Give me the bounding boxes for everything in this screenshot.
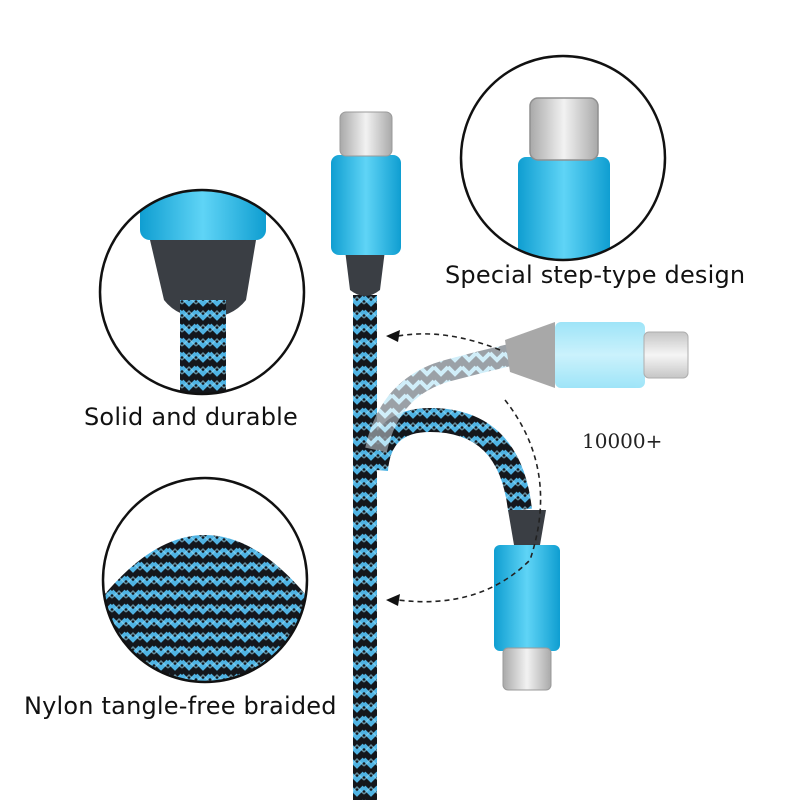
usb-c-plug-icon xyxy=(494,545,560,651)
caption-braided: Nylon tangle-free braided xyxy=(24,692,337,720)
detail-circle-braided xyxy=(101,476,309,684)
bend-count-label: 10000+ xyxy=(582,429,663,453)
detail-circle-step-design xyxy=(459,54,667,262)
main-cable xyxy=(331,111,401,800)
ghost-cable xyxy=(365,322,689,453)
strain-relief xyxy=(345,250,385,296)
caption-durable: Solid and durable xyxy=(84,403,298,431)
detail-circle-durable xyxy=(98,188,306,396)
arrow-head-bottom xyxy=(386,594,400,606)
usb-c-plug-icon xyxy=(331,155,401,255)
arrow-head-top xyxy=(386,330,400,342)
dashed-arrow-icon xyxy=(397,333,542,603)
caption-step-design: Special step-type design xyxy=(445,261,746,289)
bent-cable xyxy=(364,407,560,691)
